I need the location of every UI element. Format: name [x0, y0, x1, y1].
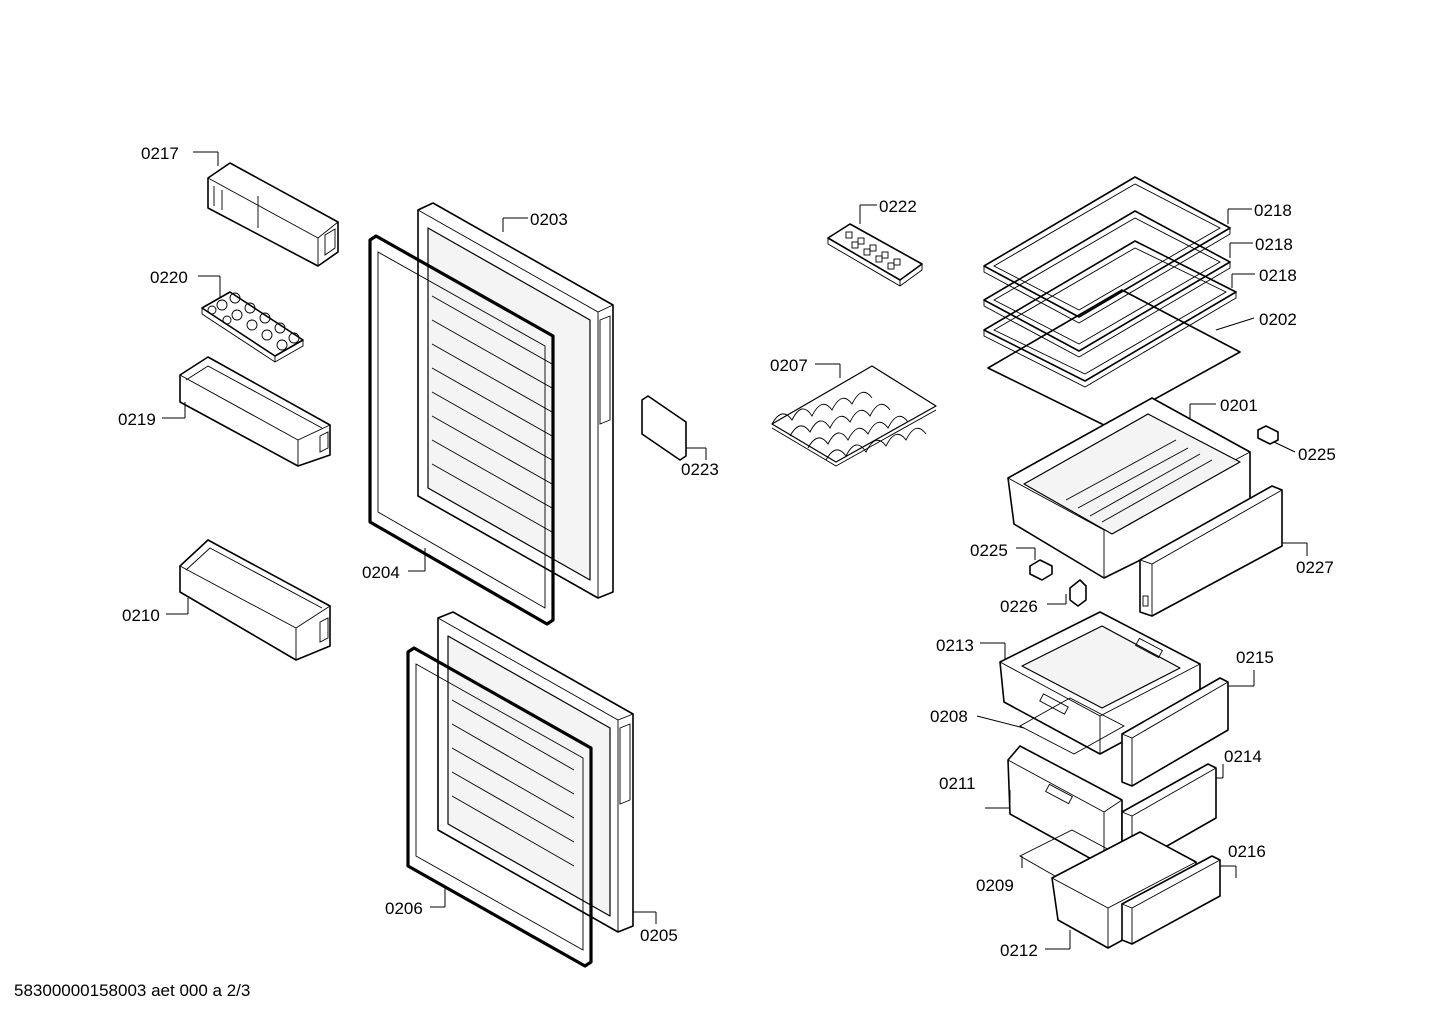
label-0211: 0211: [939, 774, 976, 793]
part-0205-lower-door: [437, 611, 634, 933]
label-0204: 0204: [362, 563, 400, 582]
label-0225-b: 0225: [970, 541, 1008, 560]
label-0226: 0226: [1000, 597, 1038, 616]
part-0220-egg-tray: [201, 291, 304, 363]
part-0218-shelf-1: [983, 176, 1231, 324]
label-0227: 0227: [1296, 558, 1334, 577]
part-0208-glass-shelf: [1019, 697, 1125, 755]
part-0202-glass-plate: [987, 289, 1241, 427]
label-0202: 0202: [1259, 310, 1297, 329]
part-0218-shelf-3: [983, 240, 1237, 388]
label-0225-a: 0225: [1298, 445, 1336, 464]
label-0223: 0223: [681, 460, 719, 479]
part-0222-ice-cube-tray: [827, 223, 923, 287]
label-0216: 0216: [1228, 842, 1266, 861]
part-0206-lower-door-seal: [406, 646, 593, 968]
label-0203: 0203: [530, 210, 568, 229]
label-0207: 0207: [770, 356, 808, 375]
part-0223-cover-plate: [641, 395, 687, 461]
label-0217: 0217: [141, 144, 179, 163]
label-0210: 0210: [122, 606, 160, 625]
label-0212: 0212: [1000, 941, 1038, 960]
label-0218-b: 0218: [1255, 235, 1293, 254]
part-0225-clip-lower: [1029, 559, 1053, 581]
document-id: 58300000158003 aet 000 a 2/3: [14, 981, 251, 1000]
label-0215: 0215: [1236, 648, 1274, 667]
part-0225-clip-upper: [1257, 425, 1279, 445]
label-0205: 0205: [640, 926, 678, 945]
label-0214: 0214: [1224, 747, 1262, 766]
part-0207-bottle-rack: [771, 365, 937, 467]
part-0203-upper-door: [417, 202, 614, 599]
label-0222: 0222: [879, 197, 917, 216]
part-0226-holder: [1069, 579, 1087, 607]
label-0218-a: 0218: [1254, 201, 1292, 220]
label-0206: 0206: [385, 899, 423, 918]
part-0215-drawer-front: [1121, 677, 1229, 787]
label-0208: 0208: [930, 707, 968, 726]
part-0204-upper-door-seal: [368, 234, 555, 626]
part-0216-drawer-front: [1121, 855, 1221, 945]
part-0218-shelf-2: [983, 210, 1231, 358]
label-0219: 0219: [118, 410, 156, 429]
part-0217-butter-compartment: [207, 162, 339, 267]
part-0210-door-shelf: [179, 539, 331, 661]
label-0218-c: 0218: [1259, 266, 1297, 285]
label-0220: 0220: [150, 268, 188, 287]
label-0201: 0201: [1220, 396, 1258, 415]
label-0209: 0209: [976, 876, 1014, 895]
label-0213: 0213: [936, 636, 974, 655]
part-0227-drawer-front: [1139, 485, 1283, 617]
part-0219-door-shelf: [179, 356, 331, 467]
